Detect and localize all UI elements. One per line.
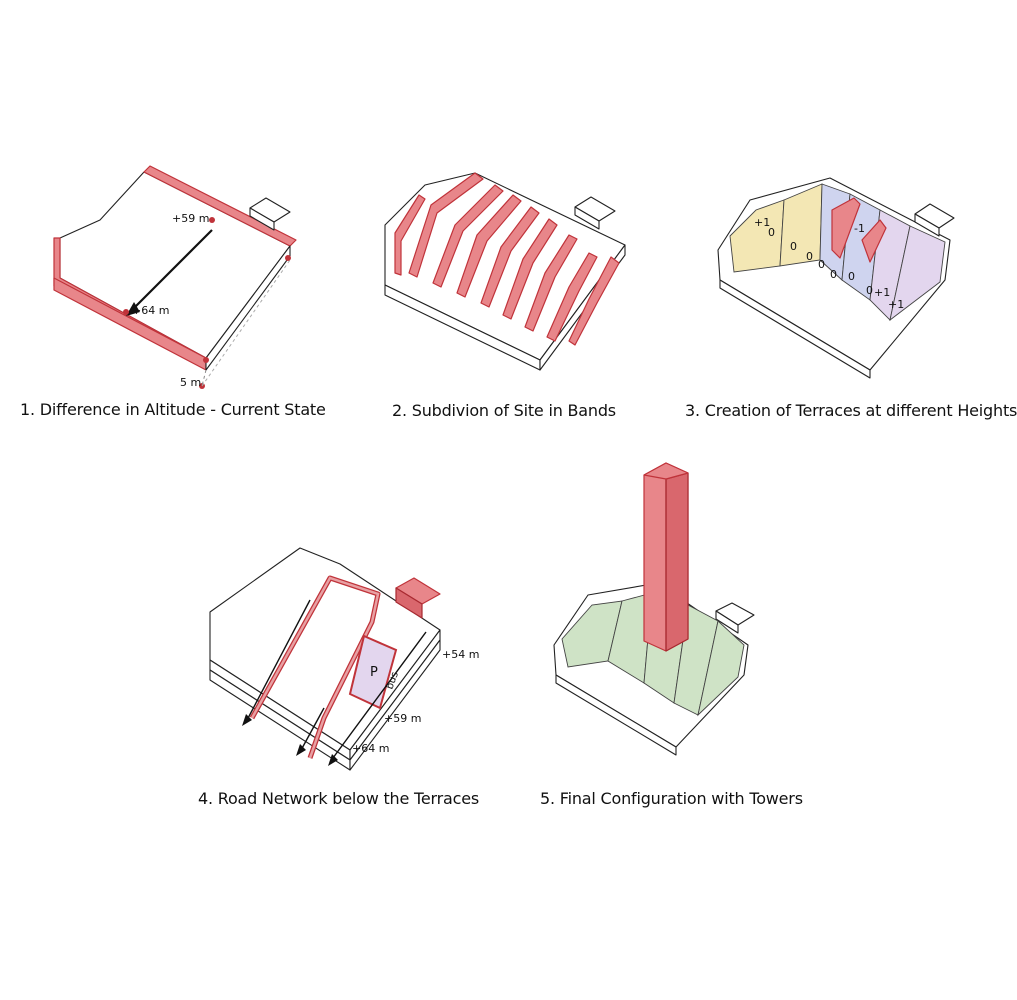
svg-text:0: 0 (790, 240, 797, 253)
svg-text:0: 0 (818, 258, 825, 271)
svg-text:+1: +1 (754, 216, 770, 229)
diagram-road-network: P bus +54 m +59 m +64 m (209, 547, 479, 771)
site-bands (394, 172, 620, 346)
label-top-altitude: +59 m (172, 212, 209, 225)
svg-text:0: 0 (866, 284, 873, 297)
caption-diagram-3: 3. Creation of Terraces at different Hei… (685, 401, 1017, 420)
svg-text:0: 0 (830, 268, 837, 281)
caption-diagram-4: 4. Road Network below the Terraces (198, 789, 479, 808)
svg-text:0: 0 (848, 270, 855, 283)
arrow-head (126, 302, 140, 316)
label-alt-59: +59 m (384, 712, 421, 725)
diagram-bands (384, 172, 626, 371)
svg-text:-1: -1 (854, 222, 865, 235)
svg-text:+1: +1 (888, 298, 904, 311)
point-59 (209, 217, 215, 223)
diagram-final-configuration (553, 462, 755, 756)
label-alt-54: +54 m (442, 648, 479, 661)
diagram-terraces: +1 0 0 0 -1 0 0 0 0 +1 +1 (717, 177, 955, 379)
caption-diagram-1: 1. Difference in Altitude - Current Stat… (20, 400, 326, 419)
svg-text:0: 0 (806, 250, 813, 263)
svg-text:+1: +1 (874, 286, 890, 299)
caption-diagram-5: 5. Final Configuration with Towers (540, 789, 803, 808)
diagram-altitude: +59 m +64 m 5 m (53, 165, 297, 389)
caption-diagram-2: 2. Subdivion of Site in Bands (392, 401, 616, 420)
site-top-surface (59, 171, 291, 359)
slope-arrow (131, 229, 213, 311)
label-bottom-altitude: +64 m (132, 304, 169, 317)
label-height-diff: 5 m (180, 376, 201, 389)
top-edge-band (143, 165, 297, 247)
label-alt-64: +64 m (352, 742, 389, 755)
tower (643, 462, 689, 652)
point-64 (123, 309, 129, 315)
red-building (395, 577, 441, 619)
label-parking: P (370, 665, 378, 680)
parking-area (348, 634, 398, 710)
svg-text:0: 0 (768, 226, 775, 239)
terraces (729, 183, 946, 322)
